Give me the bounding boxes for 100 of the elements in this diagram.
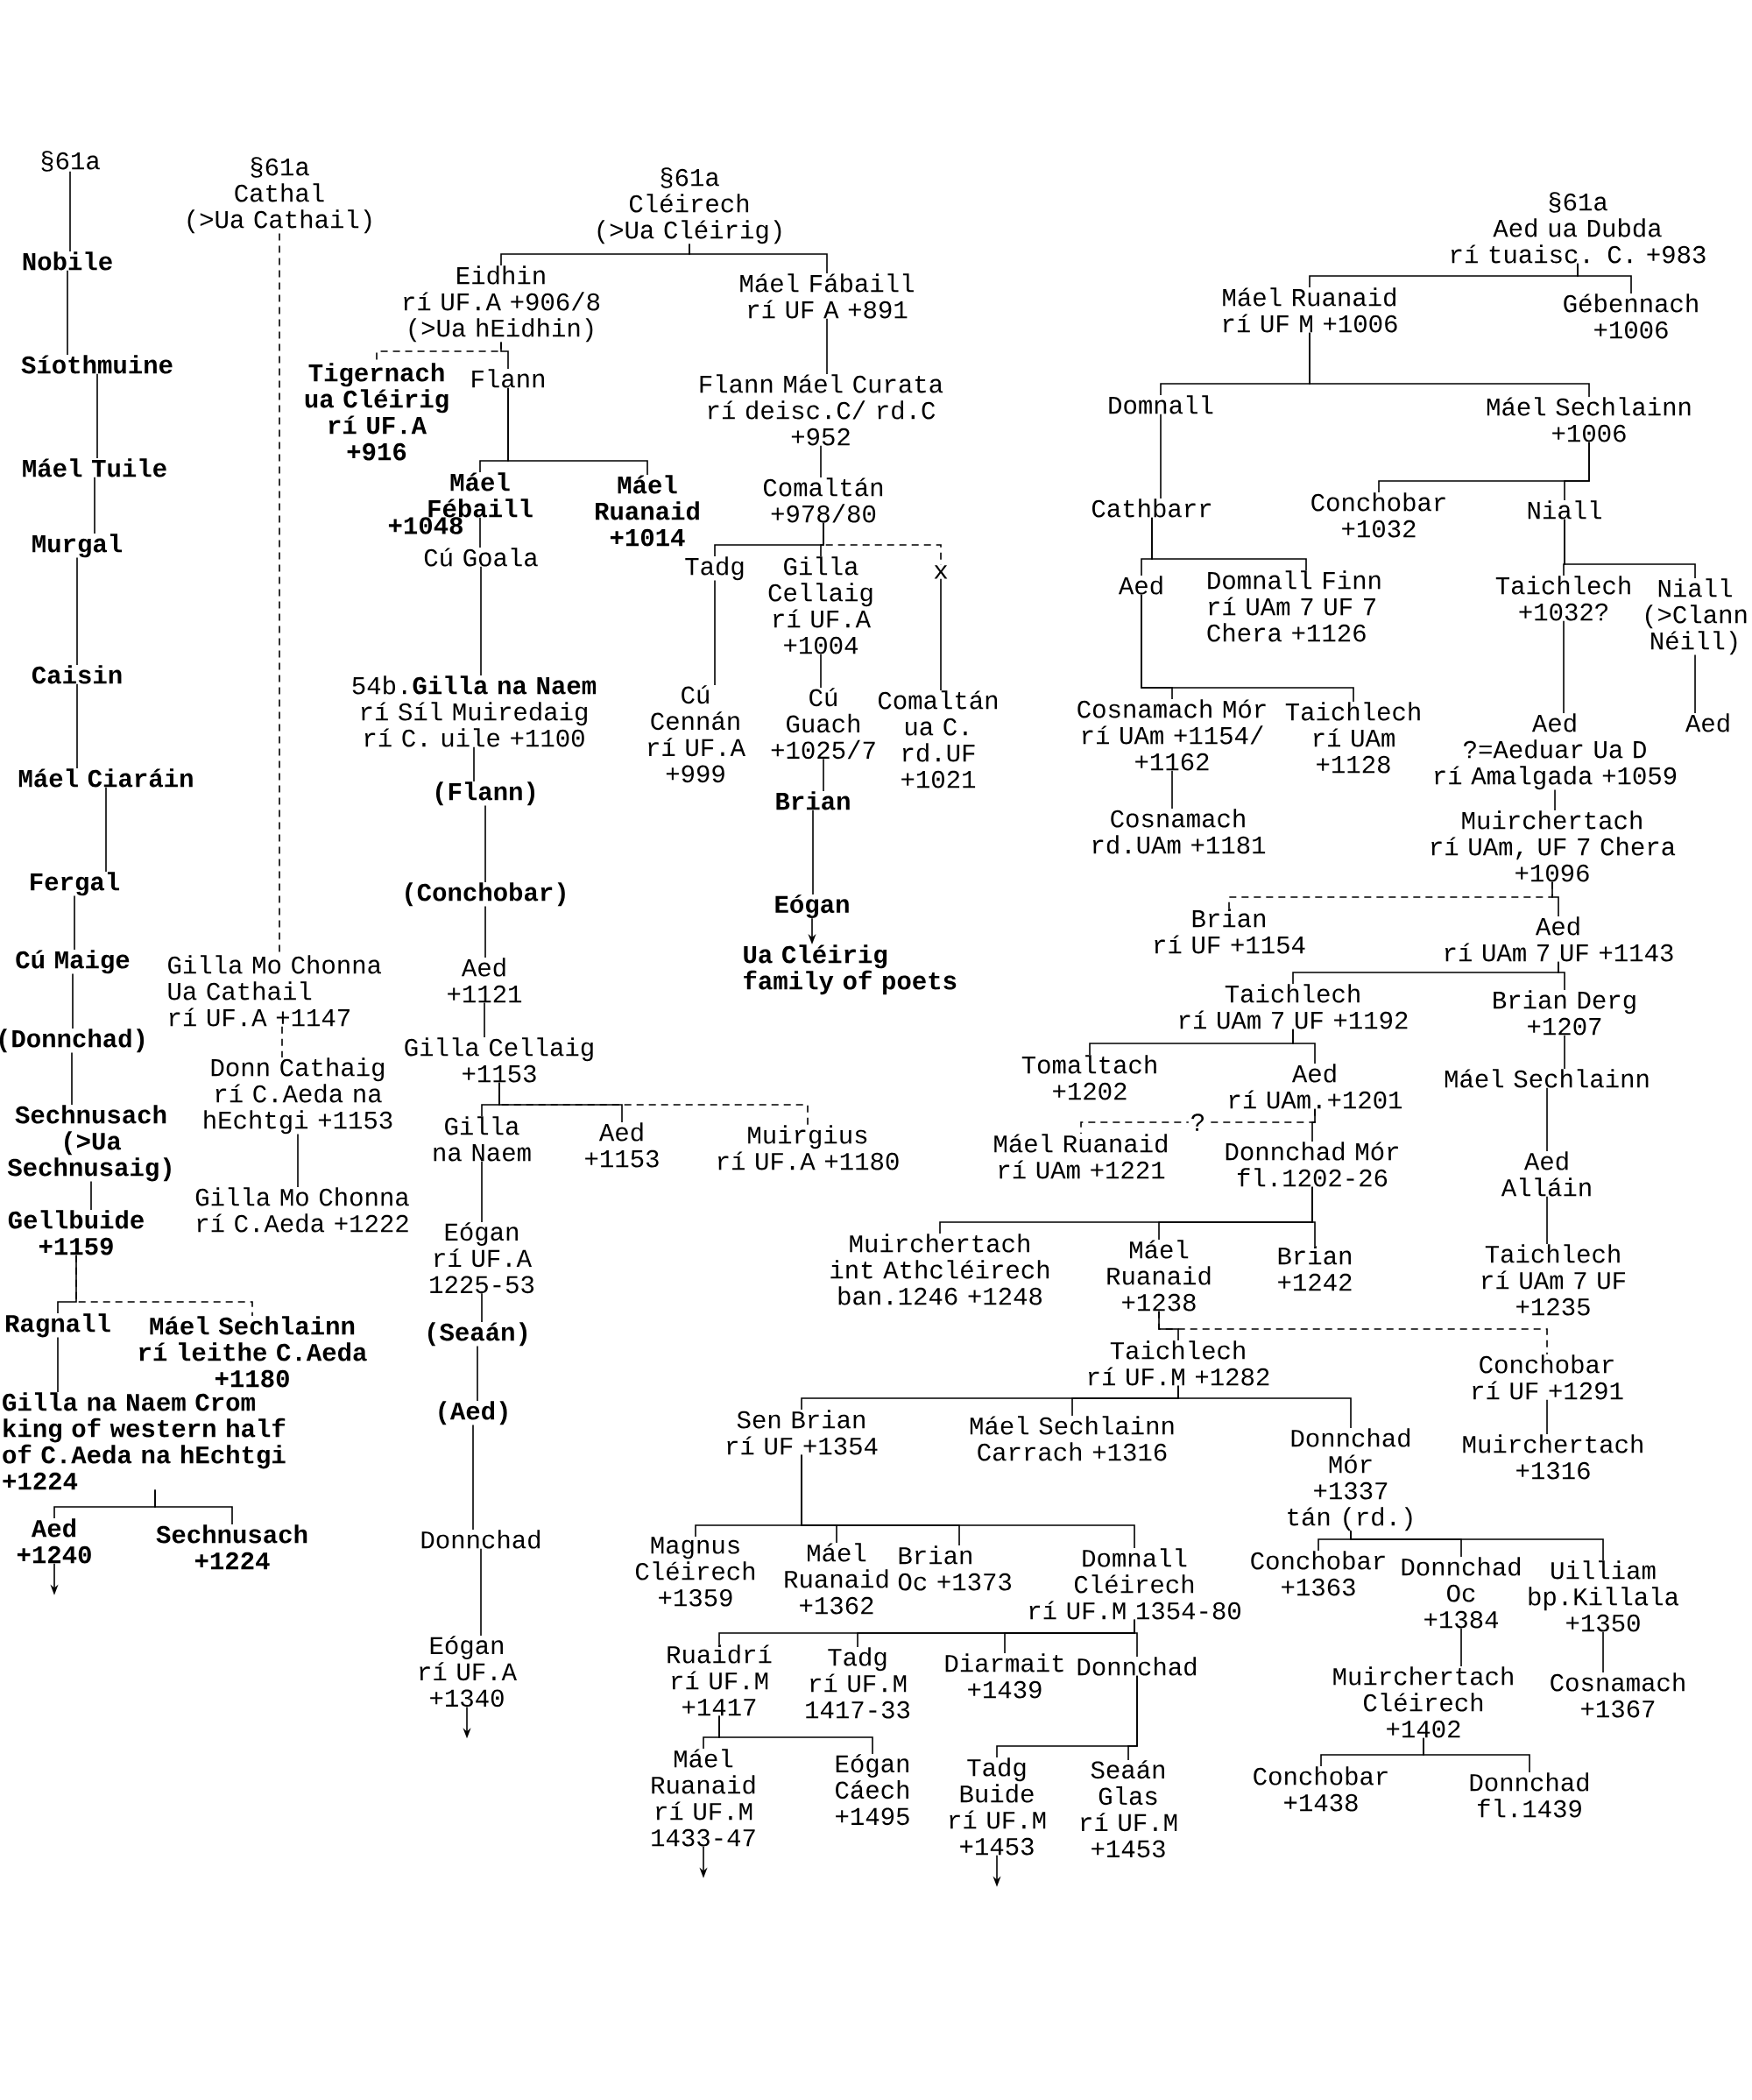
person-entry: Eógan [775, 894, 849, 918]
person-entry: Conchobar +1438 [1254, 1766, 1388, 1812]
descent-line [498, 1081, 809, 1126]
person-entry: Eidhin rí UF.A +906/8 (>Ua hEidhin) [404, 265, 600, 343]
person-entry: Domnall Cléirech rí UF.M 1354-80 [1029, 1548, 1240, 1620]
descent-line [820, 653, 822, 689]
person-entry: 54b.Gilla na Naem rí Síl Muiredaig rí C. uile +1100 [352, 675, 597, 747]
person-entry: Tigernach ua Cléirig rí UF.A +916 [305, 363, 449, 461]
descent-line [714, 579, 716, 686]
person-entry: Donnchad Mór +1337 tán (rd.) [1288, 1428, 1412, 1531]
person-entry: Gilla Cellaig rí UF.A +1004 [768, 556, 872, 654]
descent-line [473, 746, 475, 782]
descent-line [1350, 1530, 1604, 1561]
person-entry: Diarmait +1439 [945, 1653, 1063, 1699]
descent-line [823, 758, 824, 792]
person-entry: Eógan Cáech +1495 [836, 1754, 909, 1826]
person-entry: Sen Brian rí UF +1354 [727, 1410, 878, 1455]
person-entry: Aed +1240 [17, 1518, 91, 1564]
person-entry: Cosnamach +1367 [1551, 1672, 1685, 1718]
descent-line [105, 786, 107, 873]
person-entry: Gilla Mo Chonna rí C.Aeda +1222 [195, 1187, 409, 1233]
person-entry: Ragnall [6, 1313, 110, 1338]
person-entry: Domnall [1109, 395, 1213, 414]
descent-line [1311, 1107, 1316, 1142]
person-entry: Brian Derg +1207 [1494, 990, 1635, 1036]
person-entry: Niall (>Clann Néill) [1645, 578, 1747, 655]
person-entry: Gébennach +1006 [1564, 293, 1698, 339]
person-entry: Cú Cennán rí UF.A +999 [648, 685, 745, 783]
person-entry: Caisin [32, 665, 122, 684]
descent-line [1460, 1627, 1462, 1667]
person-entry: Aed +1153 [585, 1122, 659, 1168]
person-entry: Flann Máel Curata rí deisc.C/ rd.C +952 [700, 374, 943, 446]
person-entry: §61a [41, 151, 100, 172]
descent-line [480, 1548, 482, 1637]
person-entry: Flann [472, 369, 544, 388]
descent-line [1694, 654, 1696, 714]
person-entry: Eógan rí UF.A 1225-53 [430, 1222, 534, 1294]
person-entry: Conchobar +1363 [1251, 1551, 1385, 1596]
descent-line [1151, 516, 1307, 571]
person-entry: (Flann) [435, 781, 535, 806]
person-entry: Ua Cléirig family of poets [744, 944, 957, 995]
person-entry: Taichlech rí UF.M +1282 [1089, 1340, 1269, 1386]
person-entry: Máel Sechlainn [1445, 1069, 1649, 1088]
person-entry: Murgal [32, 534, 123, 558]
person-entry: Sechnusach +1224 [156, 1524, 307, 1570]
descent-line [96, 372, 98, 459]
descent-line [1564, 1034, 1565, 1070]
descent-line [689, 243, 828, 274]
person-entry: (Seaán) [427, 1322, 527, 1347]
descent-line [484, 905, 486, 958]
person-entry: Brian +1242 [1278, 1246, 1352, 1291]
descent-line [1558, 960, 1565, 991]
descent-line [1160, 413, 1162, 499]
descent-line [1134, 1618, 1138, 1658]
person-entry: Eógan rí UF.A +1340 [420, 1636, 517, 1708]
descent-line [1423, 1736, 1530, 1773]
person-entry: Tomaltach +1202 [1021, 1055, 1156, 1100]
person-entry: Máel Ruanaid rí UAm +1221 [994, 1134, 1167, 1179]
person-entry: Máel Ruanaid +1014 [596, 475, 699, 547]
person-entry: Cú Goala [424, 548, 538, 567]
person-entry: Brian Oc +1373 [898, 1545, 1012, 1591]
person-entry: Cú Guach +1025/7 [771, 688, 875, 760]
person-entry: Aed ?=Aeduar Ua D rí Amalgada +1059 [1435, 713, 1677, 790]
person-entry: Gilla na Naem Crom king of western half of C.Aeda na hEchtgi +1224 [3, 1392, 286, 1490]
descent-line [1127, 1675, 1138, 1761]
descent-line [1564, 518, 1696, 579]
person-entry: Máel Sechlainn Carrach +1316 [970, 1416, 1174, 1461]
descent-line [1309, 331, 1590, 398]
person-entry: Brian [776, 791, 850, 810]
person-entry: Conchobar rí UF +1291 [1473, 1354, 1623, 1400]
person-entry: Muirgius rí UF.A +1180 [718, 1125, 899, 1170]
person-entry: Máel Sechlainn +1006 [1487, 397, 1691, 442]
descent-line [484, 1001, 485, 1038]
person-entry: Aed +1121 [448, 958, 522, 1003]
person-entry: Cathbarr [1092, 498, 1211, 518]
person-entry: Donnchad [421, 1530, 540, 1549]
person-entry: Aed [1685, 713, 1729, 732]
person-entry: Donnchad Oc +1384 [1402, 1557, 1521, 1629]
person-entry: Aed rí UAm 7 UF +1143 [1445, 916, 1673, 962]
person-entry: Cú Maige [16, 950, 130, 974]
descent-line [812, 809, 814, 895]
person-entry: Comaltán ua C. rd.UF +1021 [879, 690, 998, 788]
descent-line [1577, 262, 1632, 294]
descent-line [94, 476, 95, 534]
descent-line [1292, 1028, 1316, 1064]
person-entry: Aed rí UAm.+1201 [1229, 1064, 1402, 1109]
descent-line [75, 1254, 253, 1317]
person-entry: Máel Ruanaid +1362 [785, 1543, 888, 1615]
person-entry: Muirchertach +1316 [1463, 1434, 1642, 1480]
descent-line [1546, 1398, 1548, 1435]
descent-line [718, 1715, 873, 1755]
descent-line [500, 341, 509, 370]
person-entry: Gilla Cellaig +1153 [405, 1037, 593, 1083]
descent-line [1177, 1384, 1352, 1429]
descent-line [820, 444, 822, 478]
person-entry: Gilla na Naem [434, 1116, 531, 1162]
descent-line [281, 1025, 283, 1058]
descent-line [90, 1180, 92, 1211]
person-entry: Máel Ciaráin [18, 768, 193, 788]
descent-line [1158, 1310, 1548, 1355]
